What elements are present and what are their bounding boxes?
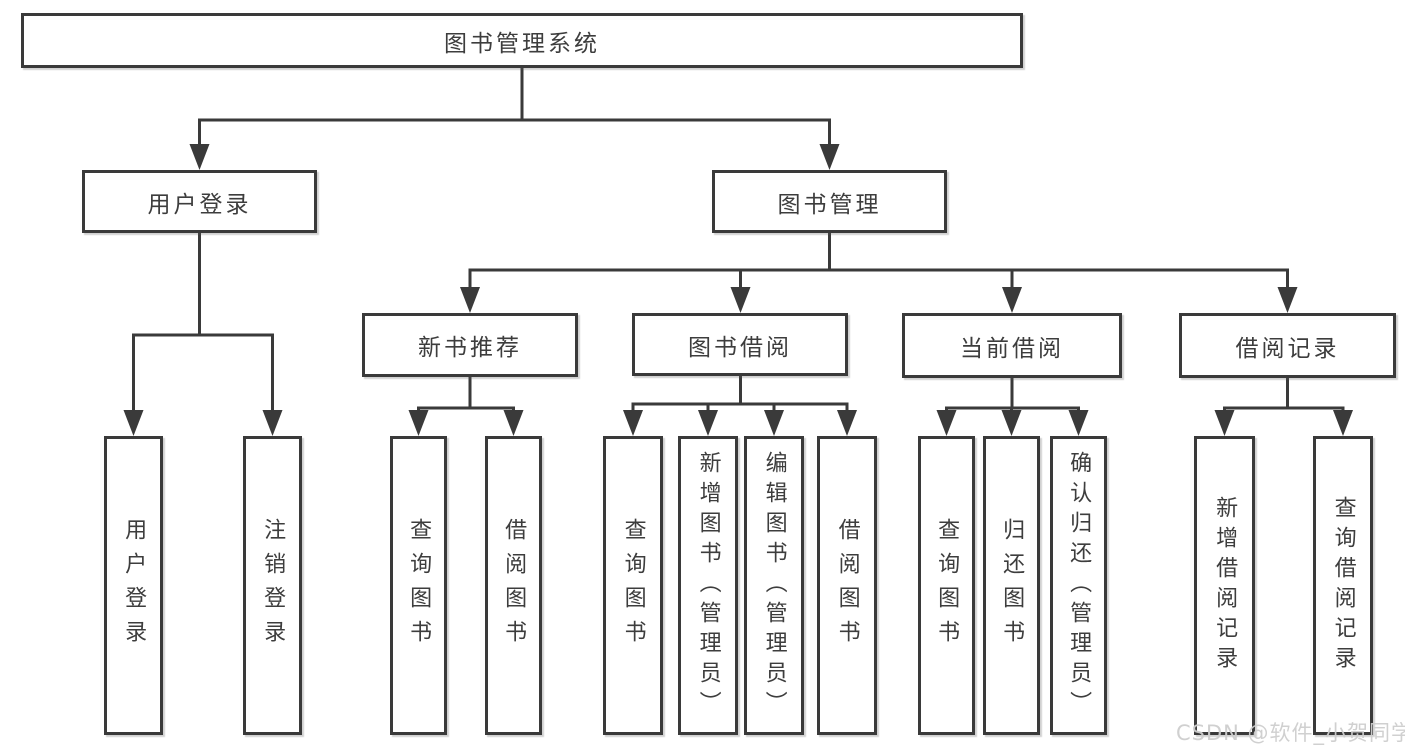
node-label: 借阅图书: [501, 517, 527, 654]
leaf-query-books-borrowing: 查询图书: [603, 436, 663, 735]
node-label: 编辑图书（管理员）: [761, 450, 787, 721]
leaf-logout: 注销登录: [243, 436, 302, 735]
leaf-return-book: 归还图书: [983, 436, 1040, 735]
node-label: 当前借阅: [960, 335, 1064, 362]
node-current-borrowing: 当前借阅: [902, 313, 1122, 378]
node-label: 注销登录: [260, 517, 286, 654]
node-label: 用户登录: [147, 191, 252, 218]
node-label: 归还图书: [999, 517, 1025, 654]
node-user-login-branch: 用户登录: [82, 170, 317, 233]
node-label: 新书推荐: [418, 335, 522, 361]
leaf-confirm-return-admin: 确认归还（管理员）: [1050, 436, 1107, 735]
node-label: 新增图书（管理员）: [695, 450, 721, 721]
watermark: CSDN @软件_小贺同学: [1176, 721, 1405, 745]
leaf-query-books-recommend: 查询图书: [390, 436, 447, 735]
node-label: 借阅图书: [834, 517, 860, 654]
leaf-add-borrow-record: 新增借阅记录: [1194, 436, 1255, 735]
leaf-user-login: 用户登录: [104, 436, 163, 735]
node-borrowing-records: 借阅记录: [1179, 313, 1396, 378]
node-label: 查询图书: [406, 517, 432, 654]
leaf-edit-book-admin: 编辑图书（管理员）: [744, 436, 804, 735]
node-label: 图书借阅: [688, 334, 792, 361]
leaf-add-book-admin: 新增图书（管理员）: [678, 436, 738, 735]
node-label: 用户登录: [121, 517, 147, 654]
leaf-borrow-books-borrowing: 借阅图书: [817, 436, 877, 735]
node-new-book-recommend: 新书推荐: [362, 313, 578, 377]
leaf-borrow-books-recommend: 借阅图书: [485, 436, 542, 735]
leaf-query-borrow-record: 查询借阅记录: [1313, 436, 1373, 735]
node-label: 确认归还（管理员）: [1066, 450, 1092, 721]
node-label: 借阅记录: [1235, 335, 1340, 362]
node-label: 查询图书: [620, 517, 646, 654]
node-label: 新增借阅记录: [1212, 495, 1238, 676]
node-book-management-branch: 图书管理: [712, 170, 947, 233]
leaf-query-books-current: 查询图书: [918, 436, 975, 735]
node-label: 查询借阅记录: [1330, 495, 1356, 676]
node-label: 图书管理系统: [444, 30, 600, 57]
node-book-borrowing: 图书借阅: [632, 313, 848, 376]
node-library-system-root: 图书管理系统: [21, 13, 1023, 68]
node-label: 查询图书: [934, 517, 960, 654]
node-label: 图书管理: [777, 191, 882, 218]
